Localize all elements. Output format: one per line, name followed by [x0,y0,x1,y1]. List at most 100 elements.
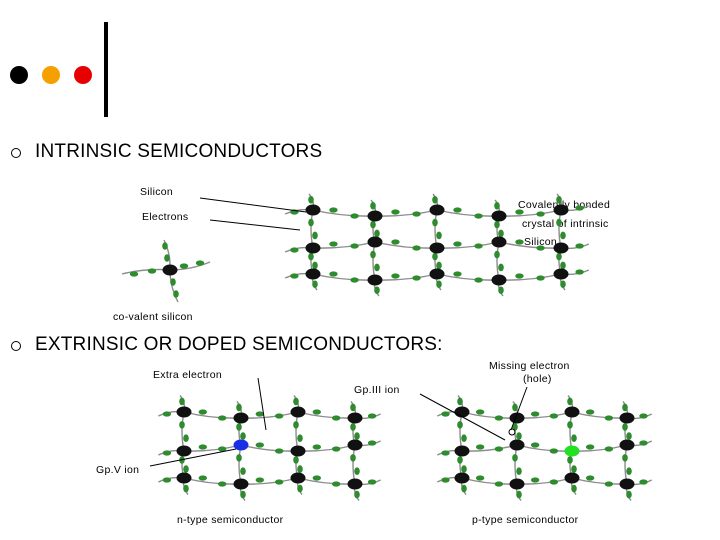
electron [560,280,566,289]
electron [457,456,463,464]
electron [516,490,522,499]
silicon-atom [454,406,470,418]
bond-line [312,241,376,249]
electron [198,444,208,450]
electron [240,467,246,475]
bond-line [183,411,242,419]
electron [331,415,341,421]
electron [512,403,518,412]
electron [293,397,299,406]
silicon-atom [233,412,249,424]
electron [162,242,168,250]
silicon-atom [176,445,192,457]
electron [498,229,504,238]
electron [604,415,614,421]
electron [183,484,189,493]
electron [354,467,360,475]
silicon-atom [553,268,569,280]
electron [162,477,172,483]
electron [162,450,172,456]
bond-line [374,273,438,281]
electron [494,446,504,452]
electron [575,205,584,211]
electron [170,278,176,286]
bond-line [297,411,356,419]
electron [436,261,442,270]
bond-line [459,411,463,452]
title-divider-bar [104,22,108,117]
electron [604,481,614,487]
electron [441,477,450,483]
bond-line [374,209,438,217]
electron [560,261,566,270]
electron [453,241,462,247]
silicon-atom [367,274,383,286]
electron [350,213,359,219]
silicon-atom [290,472,306,484]
electron [412,211,421,217]
bond-line [434,209,438,249]
electron [474,213,483,219]
red-dot-icon [74,66,92,84]
silicon-atom [347,439,363,451]
electron [312,261,318,270]
bond-line [516,411,573,419]
silicon-atom [429,242,445,254]
electron [350,423,356,431]
electron [475,444,485,450]
bond-line [461,444,518,452]
electron [293,421,299,429]
bond-line [238,444,242,485]
electron [236,423,242,431]
silicon-atom [176,472,192,484]
electron [236,454,242,462]
bond-line [372,241,376,281]
electron [374,286,380,295]
electron [179,421,185,429]
electron [297,465,303,473]
electron [293,456,299,464]
electron [571,465,577,473]
bond-line [297,477,356,485]
electron [536,275,545,281]
label-silicon: Silicon [140,186,174,198]
silicon-atom [619,478,635,490]
silicon-atom [619,412,635,424]
electron [179,397,185,406]
electron [457,421,463,429]
electron [240,432,246,440]
electron [436,280,442,289]
bond-line [436,273,500,281]
electron [350,243,359,249]
bond-line [498,209,562,217]
caption-n-type: n-type semiconductor [177,514,284,526]
electron [549,479,559,485]
electron [274,479,284,485]
bond-line [571,477,628,485]
electron [308,195,314,204]
bond-line [571,411,628,419]
electron [195,260,205,266]
electron [255,411,265,417]
electron [374,229,380,238]
electron [217,481,227,487]
electron [297,484,303,493]
electron [639,479,648,485]
electron [515,273,524,279]
electron [331,481,341,487]
electron [350,403,356,412]
electron [549,448,559,454]
bond-line [571,444,628,452]
black-dot-icon [10,66,28,84]
heading-extrinsic: EXTRINSIC OR DOPED SEMICONDUCTORS: [35,334,443,355]
bond-line [240,444,299,452]
electron [626,432,632,440]
pointer-line [209,219,301,231]
electron [530,411,540,417]
bond-line [436,209,500,217]
electron [536,211,545,217]
bond-line [240,411,299,419]
electron [217,415,227,421]
electron [457,397,463,406]
electron [290,247,299,253]
